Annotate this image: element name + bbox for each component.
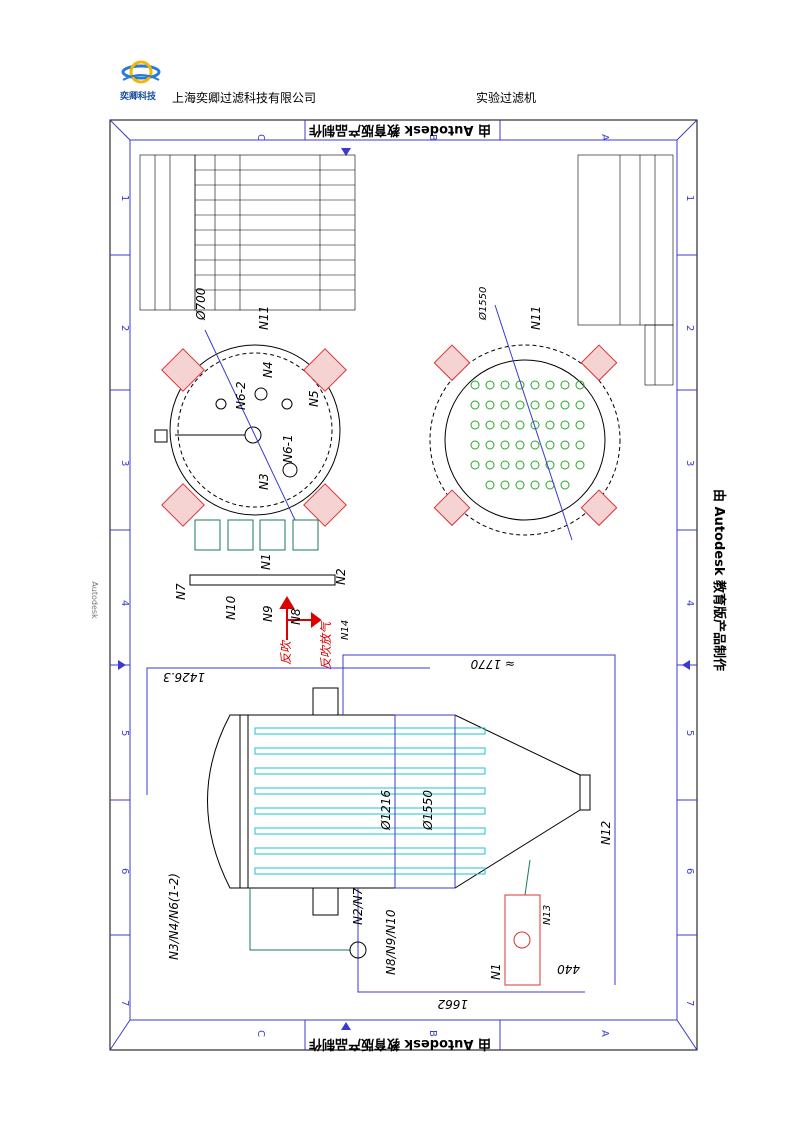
nozzle-label: N4 [261,361,275,378]
top-view-shell [169,344,341,516]
outer-frame [109,119,698,1051]
section-view-shell [444,359,606,521]
elevation-valve-assembly [504,894,541,986]
zone-number-left: 5 [119,730,130,736]
watermark-right: 由 Autodesk 教育版产品制作 [711,489,727,671]
company-name: 上海奕卿过滤科技有限公司 [172,91,317,105]
nozzle-label: N9 [261,605,275,622]
top-view-diameter-line [204,329,296,521]
nozzle-group-label: N8/N9/N10 [384,909,398,975]
nozzle-group-label: N2/N7 [351,887,365,925]
dimension-outer-diameter: Ø1550 [421,790,435,831]
zone-number-right: 2 [684,325,695,331]
zone-number-left: 1 [119,195,130,201]
nozzle-label: N10 [224,595,238,620]
logo-text: 奕卿科技 [120,92,157,102]
dimension-outlet: 440 [557,962,580,976]
backflush-label: 反吹 [279,639,293,665]
backflush-arrows [279,596,322,640]
nozzle-label: N3 [257,473,271,490]
section-view-clamps [433,344,618,527]
zone-letters: C B A C B A [255,134,610,1037]
watermark-bottom: 由 Autodesk 教育版产品制作 [309,1036,491,1052]
dimension-overall-height: 1426.3 [163,670,205,684]
frame-bevels [109,119,698,1051]
zone-number-right: 6 [684,868,695,874]
nozzle-label: N8 [289,608,303,625]
nozzle-table [139,154,356,311]
nozzle-label: N13 [542,905,553,925]
top-view-labels: Ø700 N11 N4 N5 N6-2 N6-1 N3 N7 N1 N2 N10… [174,287,351,670]
dimension-bag-length: ≈ 1770 [470,657,515,671]
zone-letter-bottom: C [255,1030,266,1037]
zone-number-right: 1 [684,195,695,201]
centering-arrows [118,148,690,1030]
zone-number-left: 4 [119,600,130,606]
zone-number-left: 2 [119,325,130,331]
zone-letter-top: B [427,134,438,141]
nozzle-label: N14 [340,620,351,640]
zone-letter-bottom: A [599,1030,610,1037]
zone-letter-top: A [599,134,610,141]
zone-number-right: 5 [684,730,695,736]
zone-number-right: 4 [684,600,695,606]
central-handwheel [244,426,262,444]
nozzle-label: N6-2 [234,381,248,410]
top-view-piping [189,519,336,586]
zone-labels-right: 1 2 3 4 5 6 7 [684,195,695,1006]
section-diameter-line [494,304,573,541]
top-view [154,344,341,516]
title-block [577,154,674,386]
zone-number-left: 3 [119,460,130,466]
dimension-overall-width: 1662 [437,997,468,1011]
zone-number-left: 6 [119,868,130,874]
zone-letter-bottom: B [427,1030,438,1037]
nozzle-label: N12 [599,821,613,845]
page-header: 奕卿科技 上海奕卿过滤科技有限公司 实验过滤机 [0,0,793,110]
vessel-shell [207,714,581,889]
section-view [429,344,621,536]
elevation-vessel [207,687,591,916]
section-nozzle-label: N11 [529,306,543,330]
nozzle-label: N2 [334,568,348,585]
nozzle-label: N5 [307,390,321,407]
filter-candles [470,380,585,490]
elevation-piping [249,859,531,959]
zone-number-right: 7 [684,1000,695,1006]
inner-frame [129,139,678,1021]
nozzle-label: N11 [257,306,271,330]
top-view-clamps [161,348,347,527]
nozzle-label: N7 [174,583,188,600]
company-logo-icon [121,60,161,84]
zone-number-right: 3 [684,460,695,466]
elevation-filter-bags [254,727,486,875]
zone-labels-left: 1 2 3 4 5 6 7 [119,195,130,1006]
elevation-labels: 1426.3 ≈ 1770 Ø1216 Ø1550 440 1662 N3/N4… [163,657,613,1011]
watermark-left: Autodesk [90,581,99,619]
elevation-dimensions [146,654,616,993]
nozzle-label: N6-1 [281,434,295,463]
nozzle-label: N1 [259,553,273,570]
zone-letter-top: C [255,134,266,141]
document-title: 实验过滤机 [476,91,537,105]
nozzle-label: N1 [489,963,503,980]
backflush-vent-label: 反吹放气 [319,620,333,670]
top-view-diameter: Ø700 [194,287,208,321]
watermark-top: 由 Autodesk 教育版产品制作 [309,122,491,138]
nozzle-group-label: N3/N4/N6(1-2) [167,873,181,960]
zone-number-left: 7 [119,1000,130,1006]
section-view-diameter: Ø1550 [477,287,489,321]
dimension-inner-diameter: Ø1216 [379,790,393,831]
